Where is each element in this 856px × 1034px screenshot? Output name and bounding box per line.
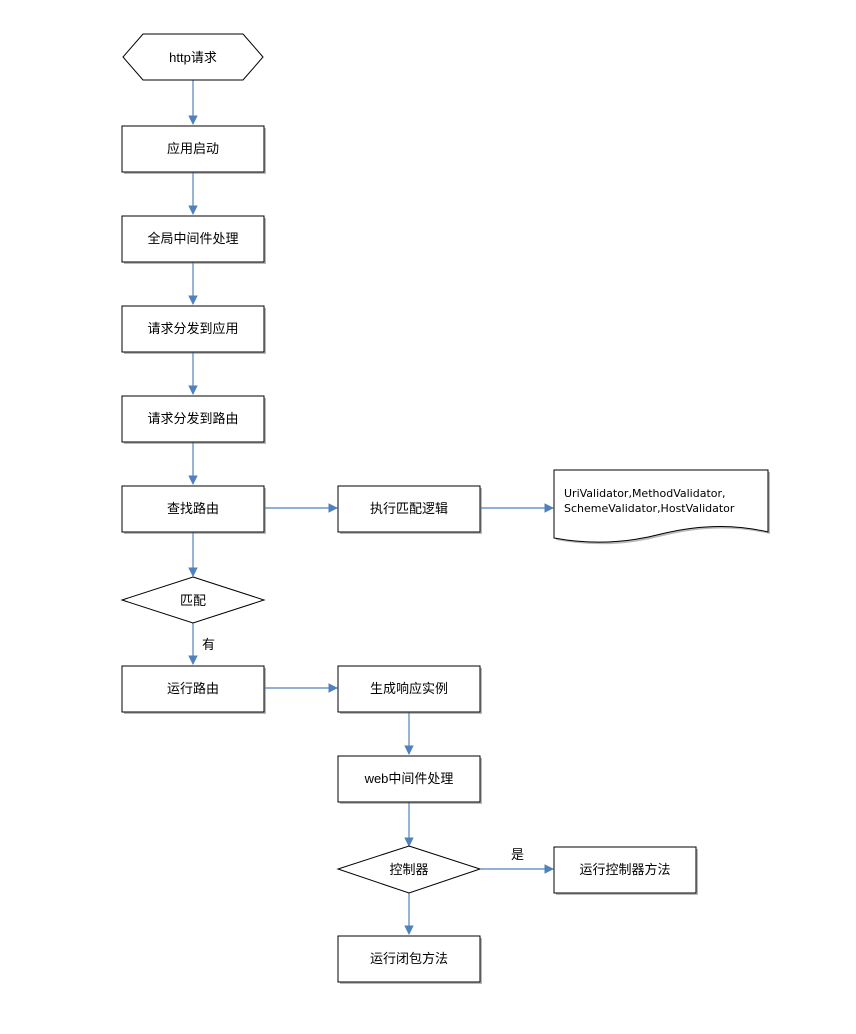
node-make-response-shape (337, 665, 481, 713)
node-run-closure-shape (337, 935, 481, 983)
node-validators-line1: UriValidator,MethodValidator, (564, 487, 726, 500)
node-dispatch-route-shape (121, 395, 265, 443)
node-global-middleware-shape (121, 215, 265, 263)
node-app-start-label: 应用启动 (167, 141, 219, 156)
node-exec-match-shape (337, 485, 481, 533)
node-run-route-label: 运行路由 (167, 681, 219, 696)
node-find-route-shape (121, 485, 265, 533)
node-dispatch-app-label: 请求分发到应用 (147, 321, 238, 336)
node-app-start-shape (121, 125, 265, 173)
node-run-route-shape (121, 665, 265, 713)
node-match-shape (120, 576, 266, 624)
edge-label-match-yes: 有 (202, 637, 215, 652)
node-find-route-label: 查找路由 (167, 501, 219, 516)
node-controller-shape (336, 845, 482, 894)
node-dispatch-app-shape (121, 305, 265, 353)
edge-labels: 有 是 (202, 637, 524, 862)
node-match-label: 匹配 (180, 593, 206, 608)
node-make-response-label: 生成响应实例 (370, 681, 448, 696)
node-dispatch-route-label: 请求分发到路由 (147, 411, 238, 426)
node-controller-label: 控制器 (389, 862, 428, 877)
node-run-controller-label: 运行控制器方法 (579, 862, 670, 877)
edge-label-controller-yes: 是 (511, 847, 524, 862)
nodes: http请求 应用启动 全局中间件处理 请求分发到应用 请求分发到路由 查找路由… (120, 33, 769, 983)
node-validators-shape (553, 469, 769, 543)
node-run-controller-shape (553, 846, 697, 894)
node-http-request-shape (122, 33, 264, 81)
node-web-middleware-label: web中间件处理 (364, 771, 454, 786)
node-global-middleware-label: 全局中间件处理 (147, 231, 238, 246)
node-web-middleware-shape (337, 755, 481, 803)
node-validators-line2: SchemeValidator,HostValidator (564, 502, 735, 515)
node-http-request-label: http请求 (169, 50, 217, 65)
node-exec-match-label: 执行匹配逻辑 (370, 501, 448, 516)
node-run-closure-label: 运行闭包方法 (370, 951, 448, 966)
edges (188, 80, 554, 935)
